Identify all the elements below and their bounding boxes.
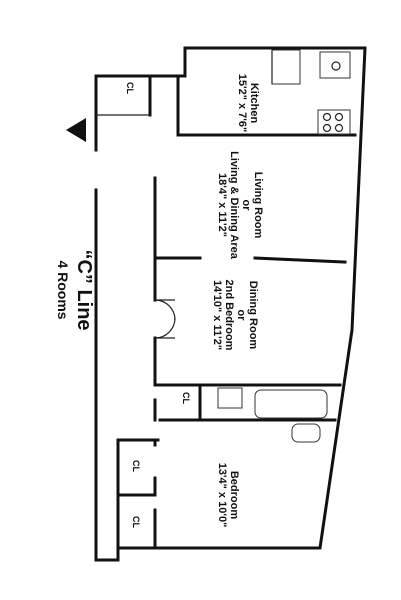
- living-room-name: Living Room: [252, 171, 264, 239]
- living-room-size: 18'4" x 11'2": [216, 172, 228, 237]
- entry-arrow: [66, 118, 86, 142]
- bathroom: [158, 383, 342, 443]
- toilet: [291, 423, 321, 443]
- closet-label-kitchen: CL: [125, 82, 135, 94]
- kitchen-size: 15'2" x 7'6": [236, 73, 248, 133]
- kitchen-closet: [96, 74, 152, 117]
- closet-label-hall: CL: [181, 392, 191, 404]
- bedroom-name: Bedroom: [228, 470, 240, 520]
- living-dining-divider: [253, 256, 347, 264]
- hallway-walls: [153, 176, 202, 422]
- bathtub: [254, 389, 328, 419]
- double-door: [154, 299, 176, 339]
- plan-title: “C” Line 4 Rooms: [54, 249, 96, 330]
- stove: [317, 109, 351, 135]
- dining-room-size: 14'10" x 11'2": [211, 279, 223, 351]
- kitchen-area: [176, 49, 357, 137]
- dining-room-or: or: [235, 309, 247, 321]
- kitchen-label: Kitchen 15'2" x 7'6": [236, 74, 260, 132]
- living-room-label: Living Room or Living & Dining Area 18'4…: [216, 151, 264, 259]
- dining-room-alt: 2nd Bedroom: [223, 279, 235, 351]
- bedroom-closets: [116, 438, 160, 547]
- kitchen-name: Kitchen: [248, 82, 260, 124]
- room-count: 4 Rooms: [55, 260, 71, 320]
- living-room-alt: Living & Dining Area: [228, 151, 240, 259]
- bedroom-label: Bedroom 13'4" x 10'0": [216, 463, 240, 528]
- closet-label-bedroom-2: CL: [131, 516, 141, 528]
- outer-walls: [94, 46, 367, 562]
- kitchen-sink: [319, 51, 351, 79]
- refrigerator: [271, 49, 301, 85]
- bedroom-size: 13'4" x 10'0": [216, 462, 228, 528]
- living-room-or: or: [240, 199, 252, 211]
- dining-room-name: Dining Room: [247, 280, 259, 350]
- closet-label-bedroom-1: CL: [131, 460, 141, 472]
- dining-room-label: Dining Room or 2nd Bedroom 14'10" x 11'2…: [211, 280, 259, 351]
- bathroom-sink: [217, 387, 243, 409]
- line-name: “C” Line: [73, 249, 95, 331]
